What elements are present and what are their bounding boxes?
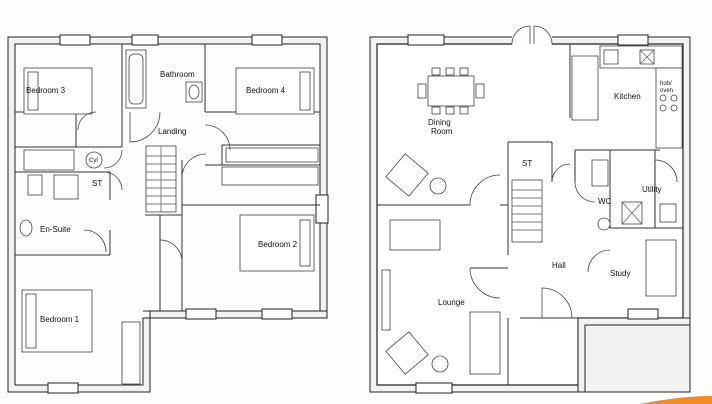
hob-icon xyxy=(659,94,667,102)
window xyxy=(185,308,217,320)
first-floor-plan: Bedroom 3 Bathroom Bedroom 4 Landing Cyl… xyxy=(7,34,329,394)
window xyxy=(617,34,649,46)
kitchen-island xyxy=(571,55,599,121)
toilet xyxy=(27,174,43,196)
room-label-landing: Landing xyxy=(158,127,186,136)
room-label-bedroom-3: Bedroom 3 xyxy=(26,86,66,95)
window xyxy=(415,382,453,394)
window xyxy=(261,308,293,320)
room-label-st: ST xyxy=(92,179,102,188)
room-label-dining-1: Dining xyxy=(428,118,451,127)
window xyxy=(59,34,91,46)
window xyxy=(47,382,79,394)
shower-tray xyxy=(53,174,79,200)
room-label-bathroom: Bathroom xyxy=(160,70,195,79)
window xyxy=(251,34,283,46)
window xyxy=(131,34,159,46)
room-label-kitchen: Kitchen xyxy=(614,92,641,101)
stairs xyxy=(511,179,543,243)
room-label-st: ST xyxy=(522,159,532,168)
room-label-cyl: Cyl xyxy=(89,158,98,164)
dining-table xyxy=(427,75,475,107)
label-hob: hob/ xyxy=(660,81,672,87)
tv-unit xyxy=(381,269,391,331)
toilet xyxy=(591,159,609,187)
cylinder xyxy=(85,151,103,169)
armchair xyxy=(385,331,429,375)
room-label-study: Study xyxy=(610,269,630,278)
room-label-utility: Utility xyxy=(642,185,662,194)
room-label-bedroom-2: Bedroom 2 xyxy=(258,240,298,249)
window xyxy=(627,308,659,320)
wardrobe xyxy=(121,321,141,385)
sink xyxy=(19,219,33,237)
room-label-bedroom-1: Bedroom 1 xyxy=(40,315,80,324)
room-label-dining-2: Room xyxy=(431,127,453,136)
side-table xyxy=(431,355,449,373)
desk xyxy=(645,239,677,297)
room-label-en-suite: En-Suite xyxy=(40,225,71,234)
room-label-bedroom-4: Bedroom 4 xyxy=(246,86,286,95)
room-label-wc: WC xyxy=(598,197,612,206)
ground-floor-plan: Dining Room Kitchen hob/ oven ST WC Util… xyxy=(369,25,691,394)
side-table xyxy=(429,177,447,195)
label-oven: oven xyxy=(660,88,673,94)
corner-accent xyxy=(640,396,712,404)
window xyxy=(407,34,445,46)
room-label-lounge: Lounge xyxy=(438,298,465,307)
kitchen-counter xyxy=(655,67,683,149)
armchair xyxy=(385,153,429,197)
sink xyxy=(597,217,611,231)
window xyxy=(315,194,329,224)
sofa xyxy=(469,311,501,375)
room-label-hall: Hall xyxy=(552,261,566,270)
sofa xyxy=(389,219,441,251)
